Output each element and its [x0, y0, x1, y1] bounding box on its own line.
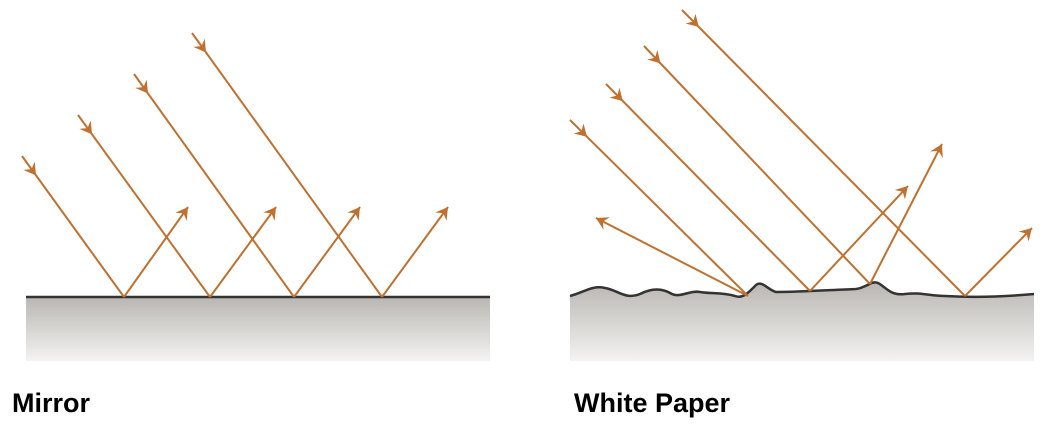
mirror-panel: [21, 32, 490, 361]
reflected-ray-3-arrowhead: [347, 207, 360, 221]
paper-rays: [569, 9, 1033, 297]
incident-ray-4-arrowhead: [193, 38, 207, 53]
reflected-ray-2: [209, 206, 277, 298]
incident-ray-1-arrowhead: [23, 161, 37, 176]
reflected-ray-2-arrowhead: [894, 186, 908, 200]
reflected-ray-2-arrowhead: [263, 207, 276, 221]
incident-ray-1: [21, 155, 125, 298]
mirror-label: Mirror: [12, 388, 91, 418]
reflected-ray-1: [595, 217, 749, 297]
reflected-ray-4: [964, 227, 1033, 297]
white-paper-label: White Paper: [574, 388, 731, 418]
incident-ray-4-arrowhead: [685, 13, 699, 28]
reflected-ray-3: [869, 143, 943, 285]
incident-ray-1-arrowhead: [573, 123, 588, 137]
incident-ray-3-arrowhead: [647, 49, 661, 64]
reflected-ray-1: [123, 206, 189, 298]
reflected-ray-4-arrowhead: [1018, 228, 1032, 242]
reflected-ray-1-arrowhead: [596, 217, 610, 230]
reflected-ray-3-arrowhead: [930, 144, 943, 158]
incident-ray-4: [191, 32, 383, 298]
reflected-ray-4: [381, 206, 449, 298]
incident-ray-2-arrowhead: [79, 120, 93, 135]
reflected-ray-4-arrowhead: [435, 207, 448, 221]
reflected-ray-1-arrowhead: [175, 207, 188, 221]
reflected-ray-2: [809, 185, 909, 292]
incident-ray-3: [643, 45, 871, 285]
paper-panel: [569, 9, 1035, 361]
mirror-rays: [21, 32, 449, 298]
incident-ray-3: [133, 73, 295, 298]
incident-ray-4: [681, 9, 966, 297]
reflected-ray-3: [293, 206, 361, 298]
mirror-surface: [26, 297, 490, 361]
incident-ray-2: [605, 83, 811, 292]
incident-ray-3-arrowhead: [135, 79, 148, 94]
paper-surface: [570, 282, 1034, 361]
incident-ray-2-arrowhead: [609, 87, 623, 102]
incident-ray-1: [569, 119, 749, 297]
incident-ray-2: [77, 114, 211, 298]
paper-surface-edge: [569, 281, 1035, 299]
